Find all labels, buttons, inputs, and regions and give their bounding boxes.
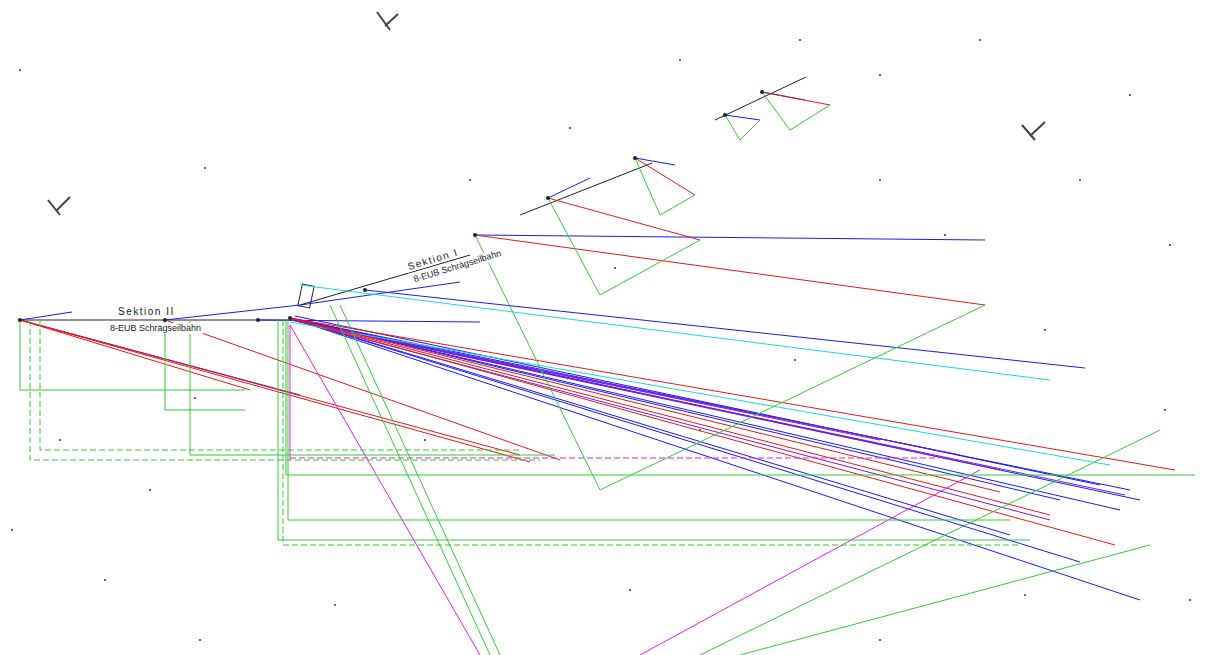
plan-lines bbox=[11, 12, 1195, 655]
section-label: Sektion II bbox=[116, 306, 177, 317]
railway-label: 8-EUB Schrägseilbahn bbox=[108, 323, 203, 334]
